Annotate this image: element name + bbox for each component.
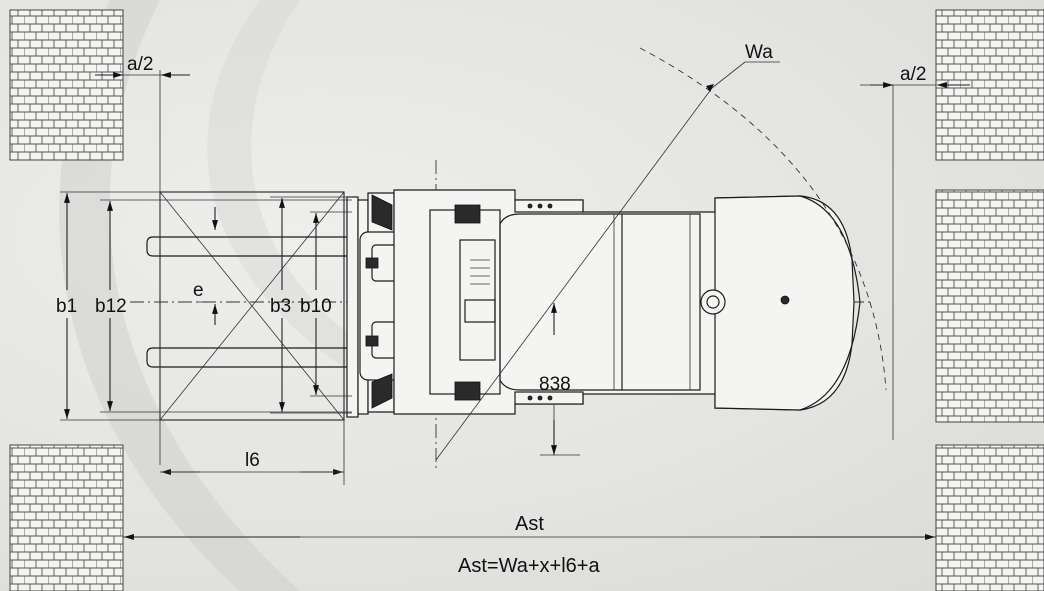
label-b3: b3	[270, 296, 291, 317]
background-swoosh	[59, 0, 300, 591]
label-b12: b12	[95, 296, 127, 317]
dim-b1	[60, 191, 160, 421]
rack-top-left	[9, 9, 124, 161]
label-a2-left: a/2	[127, 54, 153, 75]
label-838: 838	[539, 374, 571, 395]
label-l6: l6	[245, 450, 260, 471]
wa-arrowhead	[706, 84, 714, 92]
label-ast: Ast	[515, 513, 544, 535]
dim-838	[540, 303, 580, 456]
dim-l6	[160, 420, 345, 485]
dim-b3	[270, 196, 352, 414]
dim-b10	[310, 211, 352, 397]
forks	[146, 236, 352, 368]
label-a2-right: a/2	[900, 64, 926, 85]
label-ast-formula: Ast=Wa+x+l6+a	[458, 555, 600, 577]
truck-body	[393, 189, 861, 415]
dim-a2-right	[860, 82, 970, 440]
label-e: e	[193, 280, 204, 301]
rack-bottom-left	[9, 444, 124, 591]
wa-radius-line	[435, 87, 713, 461]
dim-e	[198, 207, 218, 325]
turning-arc	[639, 47, 887, 391]
label-wa: Wa	[745, 42, 773, 63]
rack-middle-right	[935, 189, 1044, 423]
dim-a2-left	[95, 70, 190, 465]
label-b1: b1	[56, 296, 77, 317]
rack-bottom-right	[935, 444, 1044, 591]
dim-b12	[100, 199, 352, 413]
label-b10: b10	[300, 296, 332, 317]
wa-leader	[711, 61, 746, 89]
